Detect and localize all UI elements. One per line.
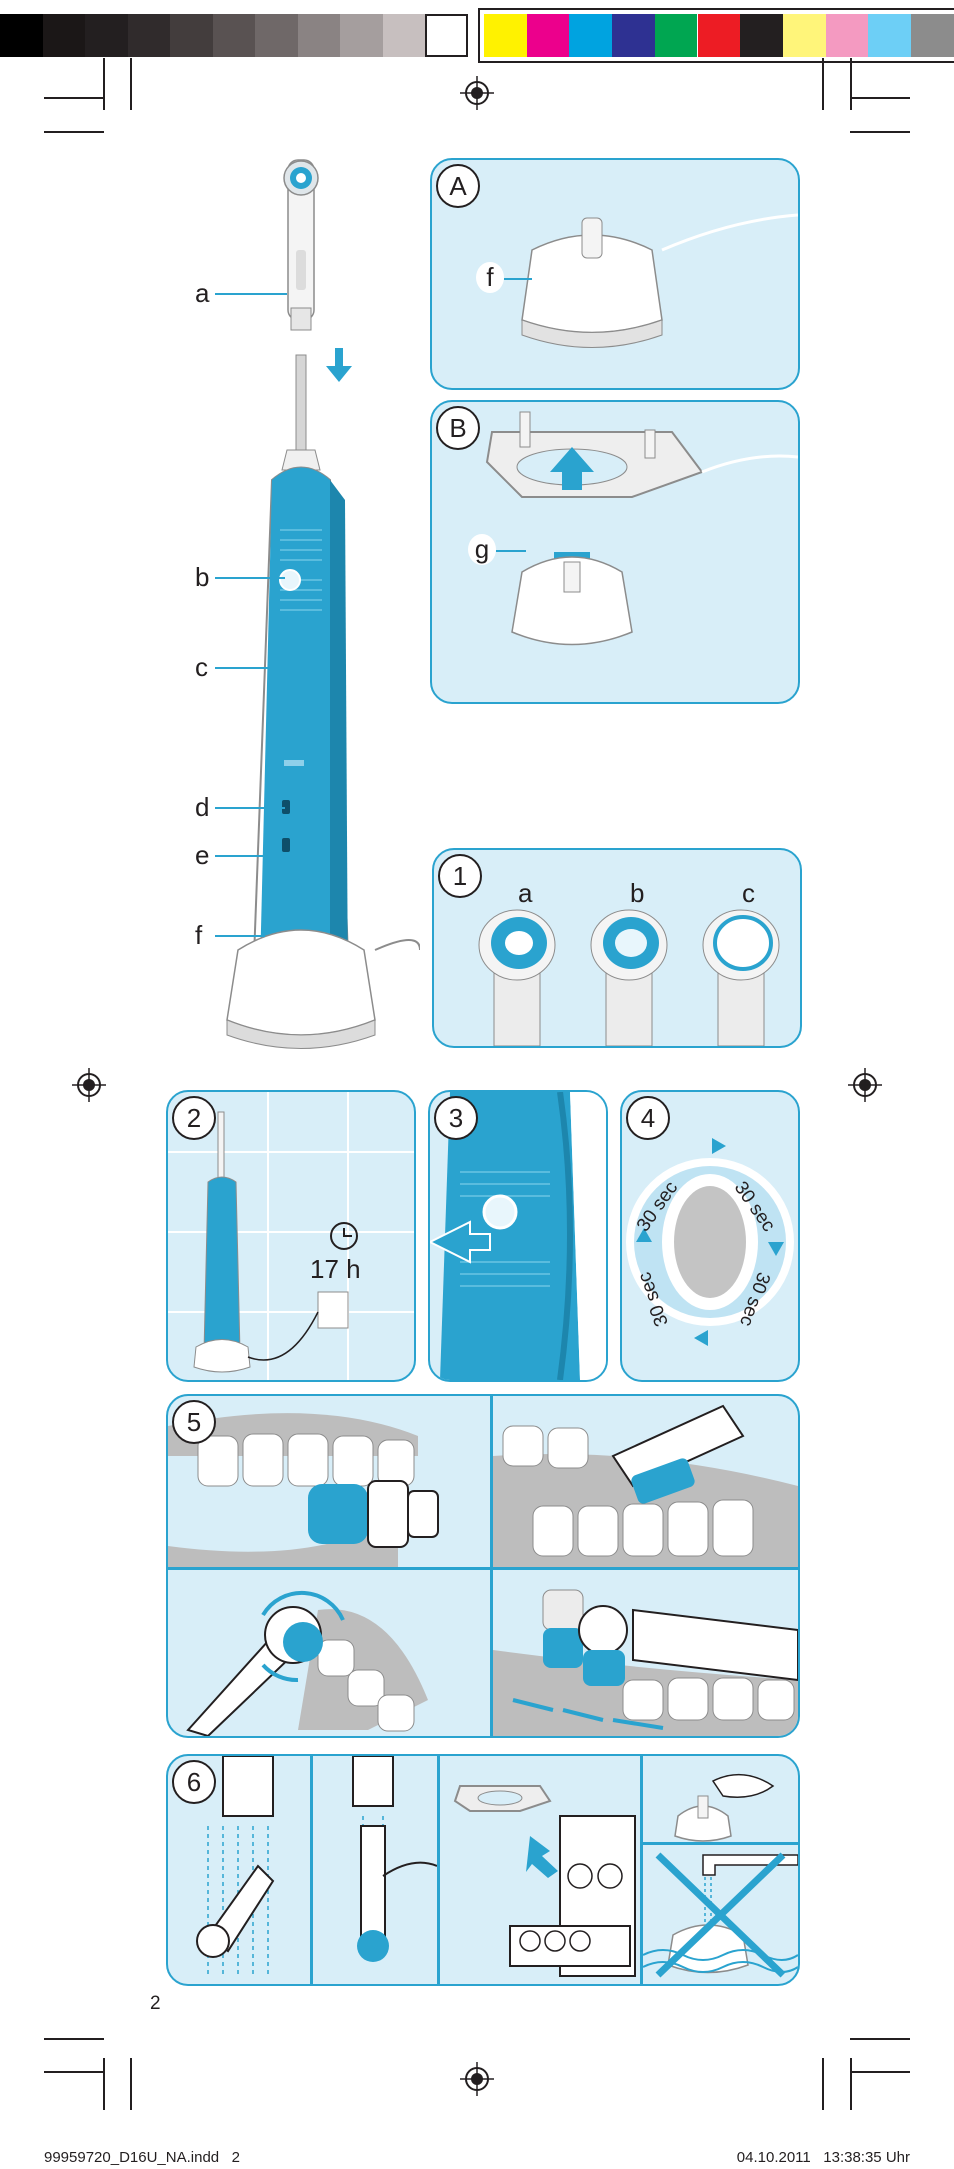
process-swatch xyxy=(612,14,655,57)
gray-swatch xyxy=(297,14,340,57)
panel-6-step-3 xyxy=(440,1756,640,1984)
page-number: 2 xyxy=(150,1993,161,2014)
panel-b-badge: B xyxy=(436,406,480,450)
panel-5-step-3 xyxy=(168,1570,490,1736)
panel-6-badge: 6 xyxy=(172,1760,216,1804)
leader-c xyxy=(215,667,285,669)
gray-swatch xyxy=(255,14,298,57)
panel-5-step-4 xyxy=(493,1570,798,1736)
leader-b xyxy=(215,577,285,579)
gray-swatch xyxy=(0,14,43,57)
gray-swatch xyxy=(212,14,255,57)
panel-3-badge: 3 xyxy=(434,1096,478,1140)
panel-4-badge: 4 xyxy=(626,1096,670,1140)
charger-illustration xyxy=(521,213,798,348)
label-b: b xyxy=(195,562,210,592)
panel-6-step-2 xyxy=(313,1756,437,1984)
leader-e xyxy=(215,855,285,857)
panel-5-step-2 xyxy=(493,1396,798,1567)
process-swatch xyxy=(911,14,954,57)
process-swatch xyxy=(825,14,869,57)
panel-5-badge: 5 xyxy=(172,1400,216,1444)
process-swatch xyxy=(484,14,527,57)
panel-4-quadrant-timer: 4 30 sec 30 sec 30 sec 30 sec xyxy=(620,1090,800,1382)
process-swatch xyxy=(526,14,570,57)
process-swatch xyxy=(697,14,741,57)
power-button-illustration xyxy=(430,1092,606,1380)
travel-case-illustration xyxy=(485,411,798,646)
gray-swatch xyxy=(170,14,213,57)
panel-1-head-c: c xyxy=(742,878,755,908)
panel-b-leader xyxy=(496,550,526,552)
gray-swatch xyxy=(382,14,425,57)
process-swatch-frame xyxy=(478,8,954,63)
panel-b-label-g: g xyxy=(468,534,496,565)
panel-5-brushing-technique: 5 xyxy=(166,1394,800,1738)
gray-swatch xyxy=(340,14,383,57)
label-f: f xyxy=(195,920,203,950)
label-a: a xyxy=(195,278,210,308)
gray-swatch xyxy=(85,14,128,57)
panel-1-brush-heads: 1 a b c xyxy=(432,848,802,1048)
panel-6-cleaning: 6 xyxy=(166,1754,800,1986)
panel-2-charging: 2 17 h xyxy=(166,1090,416,1382)
label-d: d xyxy=(195,792,210,822)
toothbrush-illustration xyxy=(226,159,420,1049)
registration-mark-right xyxy=(848,1068,882,1102)
process-swatch xyxy=(740,14,783,57)
process-swatch xyxy=(868,14,911,57)
panel-1-head-b: b xyxy=(630,878,645,908)
leader-a xyxy=(215,293,287,295)
gray-swatch xyxy=(42,14,85,57)
panel-a-charger: A f xyxy=(430,158,800,390)
panel-a-label-f: f xyxy=(476,262,504,293)
leader-d xyxy=(215,807,285,809)
gray-swatch xyxy=(425,14,468,57)
label-c: c xyxy=(195,652,208,682)
footer-timestamp: 04.10.2011 13:38:35 Uhr xyxy=(736,2149,910,2166)
panel-3-power-button: 3 xyxy=(428,1090,608,1382)
panel-2-badge: 2 xyxy=(172,1096,216,1140)
process-swatch xyxy=(654,14,698,57)
registration-mark-top xyxy=(460,76,494,110)
panel-a-badge: A xyxy=(436,164,480,208)
leader-f xyxy=(215,935,265,937)
quadrant-diagram xyxy=(626,1138,794,1346)
registration-mark-bottom xyxy=(460,2062,494,2096)
gray-swatch xyxy=(127,14,170,57)
process-swatch xyxy=(782,14,826,57)
panel-1-badge: 1 xyxy=(438,854,482,898)
panel-1-head-a: a xyxy=(518,878,533,908)
panel-b-travel-case: B g xyxy=(430,400,800,704)
toothbrush-overview xyxy=(180,150,420,1050)
charging-illustration xyxy=(168,1092,414,1380)
process-swatch xyxy=(569,14,613,57)
panel-a-leader xyxy=(504,278,532,280)
footer-filename: 99959720_D16U_NA.indd 2 xyxy=(44,2149,240,2166)
label-e: e xyxy=(195,840,210,870)
panel-2-time: 17 h xyxy=(310,1254,361,1284)
panel-6-step-5-warning xyxy=(643,1845,798,1984)
panel-6-step-4 xyxy=(643,1756,798,1842)
brush-heads-illustration xyxy=(478,909,780,1046)
panel-5-step-1 xyxy=(168,1396,490,1567)
registration-mark-left xyxy=(72,1068,106,1102)
